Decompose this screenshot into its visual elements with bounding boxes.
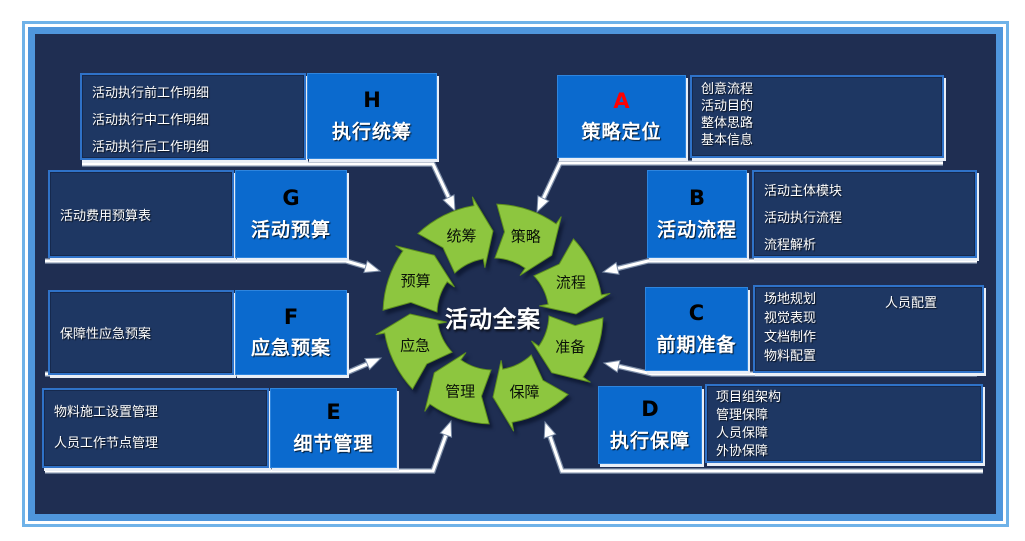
detail-line: 场地规划 — [764, 292, 817, 307]
detail-line: 物料施工设置管理 — [54, 405, 159, 420]
module-c-keybox: C 前期准备 — [645, 287, 748, 371]
detail-line: 活动主体模块 — [764, 184, 843, 199]
detail-line: 人员保障 — [716, 426, 769, 441]
module-d-title: 执行保障 — [609, 429, 690, 452]
module-e-letter: E — [326, 400, 341, 425]
module-c-letter: C — [688, 301, 705, 326]
detail-line: 创意流程 — [701, 82, 754, 97]
detail-line: 流程解析 — [764, 238, 817, 253]
module-c-title: 前期准备 — [656, 333, 737, 356]
ring-label-2: 准备 — [555, 338, 585, 356]
cycle-center-label: 活动全案 — [445, 307, 541, 333]
module-b-title: 活动流程 — [656, 218, 737, 241]
detail-line: 人员配置 — [885, 296, 938, 311]
detail-line: 整体思路 — [701, 116, 754, 131]
detail-line: 视觉表现 — [764, 311, 817, 326]
module-g-detail-panel: 活动费用预算表 — [48, 170, 234, 258]
ring-segment-2 — [531, 315, 604, 383]
ring-label-0: 策略 — [511, 228, 541, 246]
detail-line: 人员工作节点管理 — [54, 436, 159, 451]
module-e-keybox: E 细节管理 — [270, 388, 397, 468]
ring-label-4: 管理 — [445, 382, 475, 400]
detail-line: 活动费用预算表 — [60, 208, 152, 224]
ring-label-3: 保障 — [509, 383, 539, 401]
detail-line: 项目组架构 — [716, 390, 782, 405]
ring-segment-7 — [417, 196, 494, 274]
module-d-keybox: D 执行保障 — [598, 386, 702, 464]
detail-line: 保障性应急预案 — [60, 327, 152, 342]
detail-line: 活动执行流程 — [764, 211, 843, 226]
module-e-title: 细节管理 — [293, 432, 374, 455]
module-f-keybox: F 应急预案 — [235, 290, 347, 375]
detail-line: 基本信息 — [701, 133, 754, 148]
module-f-letter: F — [283, 304, 299, 329]
connector-e-to-guanli — [45, 419, 453, 474]
detail-line: 活动目的 — [701, 99, 754, 114]
detail-line: 活动执行前工作明细 — [92, 86, 210, 101]
detail-line: 活动执行中工作明细 — [92, 113, 210, 128]
module-f-title: 应急预案 — [250, 337, 331, 360]
module-h-keybox: H 执行统筹 — [307, 73, 437, 159]
detail-line: 活动执行后工作明细 — [92, 140, 210, 155]
ring-label-6: 预算 — [401, 272, 431, 290]
module-b-letter: B — [688, 186, 705, 211]
module-h-letter: H — [363, 88, 381, 113]
module-e-detail-panel: 物料施工设置管理 人员工作节点管理 — [42, 388, 269, 468]
ring-label-7: 统筹 — [447, 227, 477, 245]
ring-segment-6 — [382, 245, 455, 313]
connector-b-to-liucheng — [601, 258, 977, 275]
module-f-detail-panel: 保障性应急预案 — [48, 290, 234, 375]
module-a-letter: A — [613, 88, 630, 113]
ring-segment-5 — [375, 313, 453, 390]
module-g-title: 活动预算 — [250, 218, 331, 241]
module-b-keybox: B 活动流程 — [647, 170, 747, 258]
ring-segment-3 — [492, 354, 569, 432]
module-g-keybox: G 活动预算 — [235, 170, 347, 258]
ring-label-5: 应急 — [400, 336, 430, 354]
module-h-title: 执行统筹 — [331, 120, 412, 143]
module-g-letter: G — [282, 186, 300, 211]
module-d-letter: D — [641, 397, 659, 422]
module-c-detail-panel: 场地规划 视觉表现 文档制作 物料配置 人员配置 — [753, 285, 984, 373]
ring-segment-4 — [424, 352, 492, 425]
module-a-title: 策略定位 — [581, 121, 662, 144]
detail-line: 物料配置 — [764, 349, 817, 364]
module-h-detail-panel: 活动执行前工作明细 活动执行中工作明细 活动执行后工作明细 — [80, 73, 306, 160]
ring-segment-0 — [494, 203, 562, 276]
module-b-detail-panel: 活动主体模块 活动执行流程 流程解析 — [752, 170, 977, 258]
module-a-keybox: A 策略定位 — [557, 75, 686, 158]
connector-c-to-zhunbei — [602, 359, 977, 377]
module-a-detail-panel: 创意流程 活动目的 整体思路 基本信息 — [690, 75, 944, 158]
detail-line: 外协保障 — [716, 444, 769, 459]
connector-g-to-yusuan — [45, 258, 382, 274]
detail-line: 管理保障 — [716, 408, 769, 423]
module-d-detail-panel: 项目组架构 管理保障 人员保障 外协保障 — [705, 384, 983, 463]
connector-d-to-baozhang — [543, 420, 983, 474]
connector-h-to-tongchou — [82, 161, 456, 213]
ring-segment-1 — [533, 238, 611, 315]
detail-line: 文档制作 — [764, 330, 817, 345]
ring-label-1: 流程 — [556, 274, 586, 292]
connector-a-to-celue — [536, 160, 943, 214]
